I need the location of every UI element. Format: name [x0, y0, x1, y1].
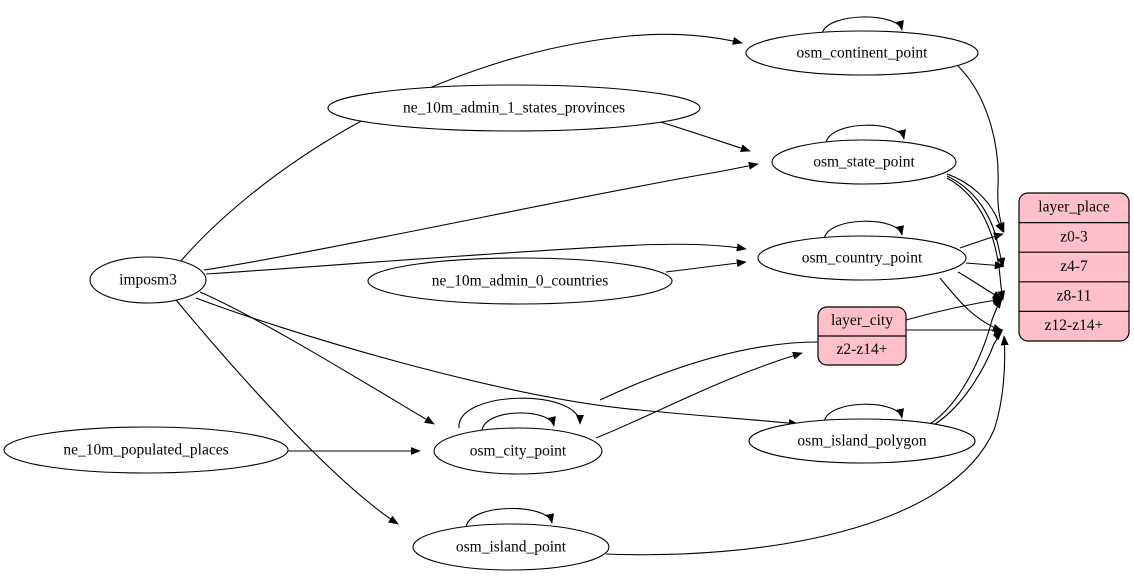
node-label-osm_continent_point: osm_continent_point: [797, 45, 929, 62]
node-label-ne_10m_admin_1_states_provinces: ne_10m_admin_1_states_provinces: [403, 100, 625, 117]
edge-selfloop-osm_island_polygon: [823, 403, 904, 423]
node-ne_10m_admin_0_countries[interactable]: ne_10m_admin_0_countries: [367, 257, 673, 305]
edge-selfloop-osm_state_point: [825, 124, 906, 144]
edge-osm_city_point-to-layer_city-z2-z14+: [595, 351, 803, 439]
edge-layer_city-z2-z14+-to-osm_city_point: [599, 341, 819, 401]
node-label-ne_10m_populated_places: ne_10m_populated_places: [63, 442, 228, 459]
node-osm_city_point[interactable]: osm_city_point: [433, 427, 603, 475]
edge-osm_island_polygon-to-layer_place-z8-11: [929, 298, 1003, 425]
node-label-osm_island_point: osm_island_point: [456, 539, 567, 556]
edge-selfloop-osm_country_point: [823, 220, 904, 240]
edge-imposm3-to-osm_state_point: [203, 161, 759, 271]
record-row-layer_city-header: layer_city: [831, 312, 893, 329]
edge-outerarc-osm_city_point: [458, 397, 584, 429]
record-row-layer_place-z4-7[interactable]: z4-7: [1060, 258, 1088, 275]
node-label-ne_10m_admin_0_countries: ne_10m_admin_0_countries: [432, 273, 609, 290]
node-imposm3[interactable]: imposm3: [89, 256, 207, 304]
node-label-imposm3: imposm3: [119, 272, 177, 289]
node-osm_continent_point[interactable]: osm_continent_point: [745, 30, 979, 76]
record-row-layer_place-z0-3[interactable]: z0-3: [1060, 228, 1088, 245]
node-osm_state_point[interactable]: osm_state_point: [771, 139, 957, 185]
edge-selfloop-osm_island_point: [465, 507, 555, 528]
node-label-osm_city_point: osm_city_point: [470, 443, 567, 460]
edge-osm_country_point-to-layer_place-z8-11: [957, 271, 1003, 300]
record-row-layer_place-header: layer_place: [1038, 199, 1110, 216]
edge-layer: [175, 16, 1009, 556]
edge-osm_island_polygon-to-layer_place-z12-z14+: [931, 330, 1003, 427]
edge-ne_countries-to-osm_country_point: [665, 259, 747, 273]
edge-osm_continent_point-to-layer_place-z0-3: [956, 64, 1005, 233]
edge-osm_state_point-to-layer_place-z0-3: [946, 173, 1004, 233]
node-label-osm_country_point: osm_country_point: [802, 250, 923, 267]
edge-osm_island_point-to-layer_place-z12-z14+: [605, 335, 1009, 556]
node-osm_country_point[interactable]: osm_country_point: [757, 235, 967, 281]
record-row-layer_city-z2-z14plus[interactable]: z2-z14+: [837, 341, 888, 358]
node-label-osm_island_polygon: osm_island_polygon: [797, 433, 926, 450]
edge-osm_country_point-to-layer_place-z4-7: [965, 261, 1005, 270]
edge-imposm3-to-osm_city_point: [199, 291, 435, 425]
record-node-layer_place[interactable]: layer_place z0-3 z4-7 z8-11 z12-z14+: [1018, 192, 1130, 342]
record-row-layer_place-z8-11[interactable]: z8-11: [1057, 288, 1092, 305]
node-ne_10m_admin_1_states_provinces[interactable]: ne_10m_admin_1_states_provinces: [327, 84, 701, 132]
edge-imposm3-to-osm_island_point: [175, 299, 399, 525]
edge-layer_city-to-layer_place-z8-11: [905, 296, 1003, 321]
record-node-layer_city[interactable]: layer_city z2-z14+: [817, 306, 907, 366]
node-label-osm_state_point: osm_state_point: [813, 154, 915, 171]
node-osm_island_polygon[interactable]: osm_island_polygon: [748, 418, 976, 464]
record-node-layer: layer_place z0-3 z4-7 z8-11 z12-z14+ lay…: [817, 192, 1130, 366]
edge-imposm3-to-osm_island_polygon: [195, 297, 799, 428]
edge-selfloop-osm_continent_point: [821, 16, 904, 35]
node-layer: imposm3 ne_10m_admin_1_states_provinces …: [3, 30, 979, 571]
node-ne_10m_populated_places[interactable]: ne_10m_populated_places: [3, 426, 289, 474]
record-row-layer_place-z12-z14plus[interactable]: z12-z14+: [1045, 317, 1104, 334]
edge-osm_country_point-to-layer_place-z0-3: [959, 232, 1004, 249]
edge-ne_states-to-osm_state_point: [653, 119, 751, 152]
node-osm_island_point[interactable]: osm_island_point: [412, 523, 610, 571]
edge-imposm3-to-osm_continent_point: [179, 33, 743, 263]
edge-imposm3-to-osm_country_point: [205, 243, 747, 275]
edge-selfloop-osm_city_point: [481, 412, 556, 431]
